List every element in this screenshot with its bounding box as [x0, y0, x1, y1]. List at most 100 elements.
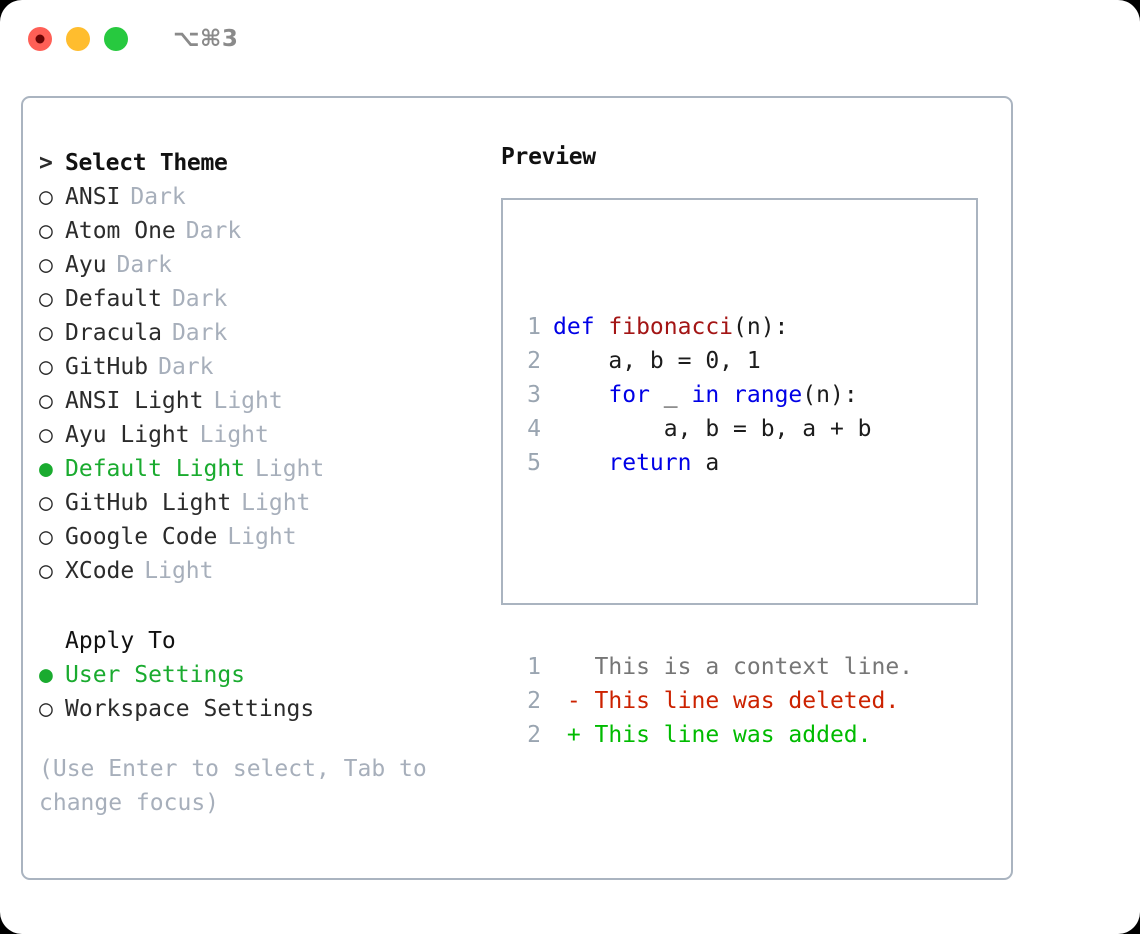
radio-unselected-icon: ○	[39, 388, 53, 414]
theme-name-label: GitHub Light	[65, 490, 232, 516]
code-token-kw: for	[608, 382, 650, 408]
theme-list-item[interactable]: ○ XCode Light	[39, 554, 489, 588]
line-number: 4	[527, 416, 541, 442]
line-number: 1	[527, 654, 541, 680]
code-token-fn: fibonacci	[608, 314, 734, 340]
line-content: - This line was deleted.	[553, 684, 899, 718]
theme-name-label: Ayu Light	[65, 422, 190, 448]
diff-line: 2 - This line was deleted.	[515, 684, 913, 718]
code-token-kw: def	[553, 314, 609, 340]
select-theme-heading-label: Select Theme	[65, 150, 228, 176]
theme-kind-badge: Dark	[185, 218, 242, 244]
radio-selected-icon: ●	[39, 662, 53, 688]
theme-name-label: XCode	[65, 558, 135, 584]
radio-unselected-icon: ○	[39, 524, 53, 550]
code-token-plain: _	[649, 382, 692, 408]
code-token-kw: in	[691, 382, 720, 408]
radio-unselected-icon: ○	[39, 422, 53, 448]
radio-unselected-icon: ○	[39, 320, 53, 346]
code-line: 2 a, b = 0, 1	[515, 344, 913, 378]
theme-name-label: Atom One	[65, 218, 176, 244]
code-token-plain: a, b = b, a + b	[553, 416, 872, 442]
code-line: 4 a, b = b, a + b	[515, 412, 913, 446]
theme-list-item[interactable]: ○ ANSI Light Light	[39, 384, 489, 418]
theme-list-item[interactable]: ○ Ayu Dark	[39, 248, 489, 282]
code-blank-line	[515, 548, 913, 582]
theme-kind-badge: Light	[241, 490, 311, 516]
theme-name-label: Ayu	[65, 252, 107, 278]
code-line: 3 for _ in range(n):	[515, 378, 913, 412]
apply-to-list-item[interactable]: ● User Settings	[39, 658, 489, 692]
theme-kind-badge: Light	[144, 558, 214, 584]
radio-selected-icon: ●	[39, 456, 53, 482]
apply-to-label: Workspace Settings	[65, 696, 315, 722]
apply-to-label: User Settings	[65, 662, 246, 688]
line-content: This is a context line.	[553, 650, 914, 684]
radio-unselected-icon: ○	[39, 558, 53, 584]
code-token-plain	[719, 382, 733, 408]
keyboard-hint: (Use Enter to select, Tab to change focu…	[39, 756, 427, 816]
radio-unselected-icon: ○	[39, 696, 53, 722]
theme-list-item[interactable]: ○ Google Code Light	[39, 520, 489, 554]
line-number: 5	[527, 450, 541, 476]
select-theme-heading: > Select Theme	[39, 146, 489, 180]
spacer	[39, 588, 489, 624]
theme-list-item[interactable]: ○ Atom One Dark	[39, 214, 489, 248]
prompt-caret-icon: >	[39, 150, 53, 176]
radio-unselected-icon: ○	[39, 354, 53, 380]
theme-name-label: Google Code	[65, 524, 218, 550]
code-token-plain: a	[691, 450, 720, 476]
apply-to-list-item[interactable]: ○ Workspace Settings	[39, 692, 489, 726]
code-token-plain	[553, 450, 608, 476]
code-token-ctx: This is a context line.	[553, 654, 914, 680]
theme-kind-badge: Dark	[171, 320, 228, 346]
close-button[interactable]	[28, 27, 52, 51]
theme-kind-badge: Dark	[116, 252, 172, 278]
apply-to-heading-label: Apply To	[65, 628, 176, 654]
theme-kind-badge: Dark	[130, 184, 186, 210]
apply-to-list: ● User Settings ○ Workspace Settings	[39, 658, 489, 726]
code-token-add: + This line was added.	[553, 722, 872, 748]
minimize-button[interactable]	[66, 27, 90, 51]
theme-kind-badge: Light	[227, 524, 297, 550]
keyboard-shortcut-label: ⌥⌘3	[173, 26, 239, 52]
theme-kind-badge: Dark	[158, 354, 214, 380]
code-token-plain: (n):	[802, 382, 858, 408]
diff-lines: 1 This is a context line.2 - This line w…	[515, 650, 913, 752]
line-content: + This line was added.	[553, 718, 872, 752]
radio-unselected-icon: ○	[39, 218, 53, 244]
code-token-kw: return	[608, 450, 692, 476]
title-bar: ⌥⌘3	[0, 0, 1140, 78]
line-number: 1	[527, 314, 541, 340]
maximize-button[interactable]	[104, 27, 128, 51]
theme-name-label: ANSI	[65, 184, 121, 210]
theme-name-label: ANSI Light	[65, 388, 204, 414]
preview-title: Preview	[501, 144, 596, 170]
apply-to-heading: Apply To	[39, 624, 489, 658]
radio-unselected-icon: ○	[39, 252, 53, 278]
line-number: 2	[527, 722, 541, 748]
theme-name-label: Default	[65, 286, 162, 312]
line-content: for _ in range(n):	[553, 378, 858, 412]
theme-list-item[interactable]: ○ Ayu Light Light	[39, 418, 489, 452]
line-content: a, b = 0, 1	[553, 344, 760, 378]
diff-line: 1 This is a context line.	[515, 650, 913, 684]
theme-kind-badge: Light	[199, 422, 269, 448]
theme-kind-badge: Light	[213, 388, 283, 414]
window-controls	[28, 27, 128, 51]
line-number: 3	[527, 382, 541, 408]
